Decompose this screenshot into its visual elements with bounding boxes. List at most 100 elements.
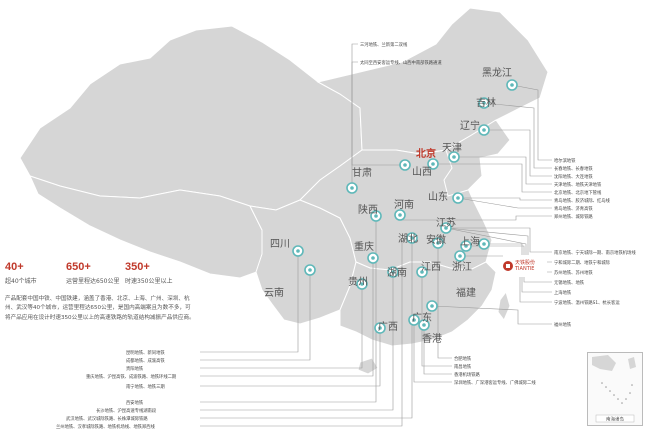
- label-guangxi: 广西: [378, 321, 398, 333]
- ring-shanxi: [399, 159, 411, 171]
- note-bottom-left-4: 南宁地铁、地铁三期: [126, 383, 165, 390]
- note-bottom-left-0: 昆明地铁、新同地铁: [126, 349, 165, 356]
- ring-guangxi: [374, 322, 386, 334]
- note-right-12: 上海地铁: [554, 289, 572, 296]
- note-right-10: 苏州地铁、苏州地铁: [554, 269, 593, 276]
- label-hubei: 湖北: [398, 233, 418, 245]
- label-anhui: 安徽: [426, 233, 446, 246]
- ring-shanghai: [460, 240, 472, 252]
- ring-shanghai-2: [478, 238, 490, 250]
- south-china-sea-inset: 南海诸岛: [587, 352, 643, 426]
- label-jilin: 吉林: [476, 96, 496, 109]
- label-shanxi: 山西: [412, 166, 432, 178]
- note-bottom-left-8: 兰州地铁、汉孝城际铁路、地铁机场线、地铁郑西线: [56, 423, 156, 430]
- label-zhejiang: 浙江: [452, 261, 472, 273]
- notes-bottom-left: 昆明地铁、新同地铁 成都地铁、成渝高铁 贵阳地铁 重庆地铁、沪昆高铁、成渝铁路、…: [56, 349, 176, 430]
- ring-heilongjiang: [506, 79, 518, 91]
- label-liaoning: 辽宁: [460, 119, 480, 132]
- ring-hubei: [406, 232, 418, 244]
- label-jiangxi: 江西: [421, 261, 441, 273]
- stat-label-distance: 运营里程达650公里: [66, 278, 120, 285]
- ring-shandong: [452, 192, 464, 204]
- description-paragraph: 产品配套中国中铁、中国铁建，涵盖了香港、北京、上海、广州、深圳、杭州、武汉等40…: [5, 296, 195, 321]
- note-right-0: 哈尔滨地铁: [554, 157, 576, 164]
- ring-jilin: [478, 97, 490, 109]
- note-right-6: 青岛地铁、济青高铁: [554, 205, 593, 212]
- note-right-14: 福州地铁: [554, 321, 572, 328]
- ring-henan: [394, 209, 406, 221]
- note-right-4: 北京地铁、北京地下管线: [554, 189, 602, 196]
- label-hongkong: 香港: [422, 333, 442, 345]
- label-guangdong: 广东: [412, 311, 432, 324]
- label-sichuan: 四川: [270, 239, 290, 250]
- label-guizhou: 贵州: [348, 275, 368, 288]
- label-shanghai: 上海: [460, 235, 480, 248]
- note-right-11: 无锡地铁、地铁: [554, 279, 585, 286]
- label-henan: 河南: [394, 198, 414, 211]
- note-right-5: 青岛地铁、胶济城际、红岛线: [554, 197, 611, 204]
- logo-sub: TIANTIE: [515, 266, 535, 272]
- notes-top: 三河地铁、兰新第二双线 太同至西安客运专线、山西中南部铁路通道: [360, 41, 442, 66]
- province-labels: 黑龙江 吉林 辽宁 北京 天津 甘肃 山西 山东 河南 陕西 江苏 湖北 安徽 …: [264, 66, 512, 345]
- ring-guizhou: [356, 278, 368, 290]
- note-bottom-right-0: 合肥地铁: [454, 355, 472, 362]
- note-bottom-right-2: 香港机场铁路: [454, 371, 480, 378]
- note-bottom-right-3: 深圳地铁、广深港客运专线、广佛城际二线: [454, 379, 536, 386]
- ring-jiangxi: [416, 266, 428, 278]
- note-bottom-left-3: 重庆地铁、沪昆高铁、成渝铁路、地铁环线二期: [86, 373, 176, 380]
- ring-hunan: [387, 266, 399, 278]
- label-tianjin: 天津: [442, 142, 462, 154]
- ring-fujian: [426, 300, 438, 312]
- station-rings: [292, 79, 518, 334]
- ring-hongkong: [408, 314, 420, 326]
- ring-yunnan: [304, 264, 316, 276]
- note-bottom-left-5: 西安地铁: [126, 399, 144, 406]
- label-beijing: 北京: [416, 147, 436, 160]
- ring-gansu: [346, 182, 358, 194]
- company-logo: 天铁股份 TIANTIE: [503, 255, 547, 277]
- inset-label: 南海诸岛: [606, 416, 624, 423]
- logo-name: 天铁股份: [515, 260, 536, 266]
- stat-number-cities: 40+: [5, 261, 24, 273]
- note-right-9: 宁和城际二期、地铁宁和城际: [554, 259, 611, 266]
- ring-guangdong: [418, 319, 430, 331]
- label-chongqing: 重庆: [354, 240, 374, 253]
- note-bottom-left-7: 武汉地铁、武汉城际铁路、长株潭城际铁路: [66, 415, 148, 422]
- notes-right: 哈尔滨地铁 长春地铁、长春地铁 沈阳地铁、大连地铁 天津地铁、地铁天津地铁 北京…: [554, 157, 636, 328]
- note-bottom-left-6: 长沙地铁、沪昆高速专线湖南段: [96, 407, 157, 414]
- ring-shaanxi: [370, 210, 382, 222]
- stat-number-distance: 650+: [66, 261, 91, 273]
- label-heilongjiang: 黑龙江: [482, 66, 512, 79]
- stat-label-speed: 时速350公里以上: [125, 278, 173, 285]
- ring-liaoning: [478, 124, 490, 136]
- region-northeast-coast: [443, 119, 511, 197]
- note-right-3: 天津地铁、地铁天津地铁: [554, 181, 602, 188]
- label-yunnan: 云南: [264, 286, 284, 299]
- note-bottom-right-1: 南昌地铁: [454, 363, 472, 370]
- leader-lines: [200, 43, 552, 427]
- ring-jiangsu: [440, 222, 452, 234]
- inset-map: 南海诸岛: [592, 355, 636, 423]
- ring-sichuan: [292, 245, 304, 257]
- ring-anhui: [432, 237, 444, 249]
- stat-label-cities: 超40个城市: [5, 278, 37, 285]
- label-shandong: 山东: [428, 190, 448, 203]
- label-jiangsu: 江苏: [436, 216, 456, 229]
- note-bottom-left-1: 成都地铁、成渝高铁: [126, 357, 165, 364]
- note-right-7: 郑州地铁、城际铁路: [554, 213, 593, 220]
- note-right-2: 沈阳地铁、大连地铁: [554, 173, 593, 180]
- note-right-13: 宁波地铁、温州铁路S1、杭长客运: [554, 299, 620, 306]
- note-top-0: 三河地铁、兰新第二双线: [360, 41, 408, 48]
- note-top-1: 太同至西安客运专线、山西中南部铁路通道: [360, 59, 442, 66]
- ring-zhejiang: [454, 250, 466, 262]
- stat-number-speed: 350+: [125, 261, 150, 273]
- ring-chongqing: [367, 252, 379, 264]
- ring-beijing: [427, 158, 439, 170]
- label-gansu: 甘肃: [352, 166, 372, 179]
- notes-bottom-right: 合肥地铁 南昌地铁 香港机场铁路 深圳地铁、广深港客运专线、广佛城际二线: [454, 355, 536, 386]
- ring-tianjin: [448, 151, 460, 163]
- taiwan-island: [497, 290, 511, 321]
- region-northwest: [19, 25, 363, 211]
- logo-mark-icon: [503, 261, 513, 271]
